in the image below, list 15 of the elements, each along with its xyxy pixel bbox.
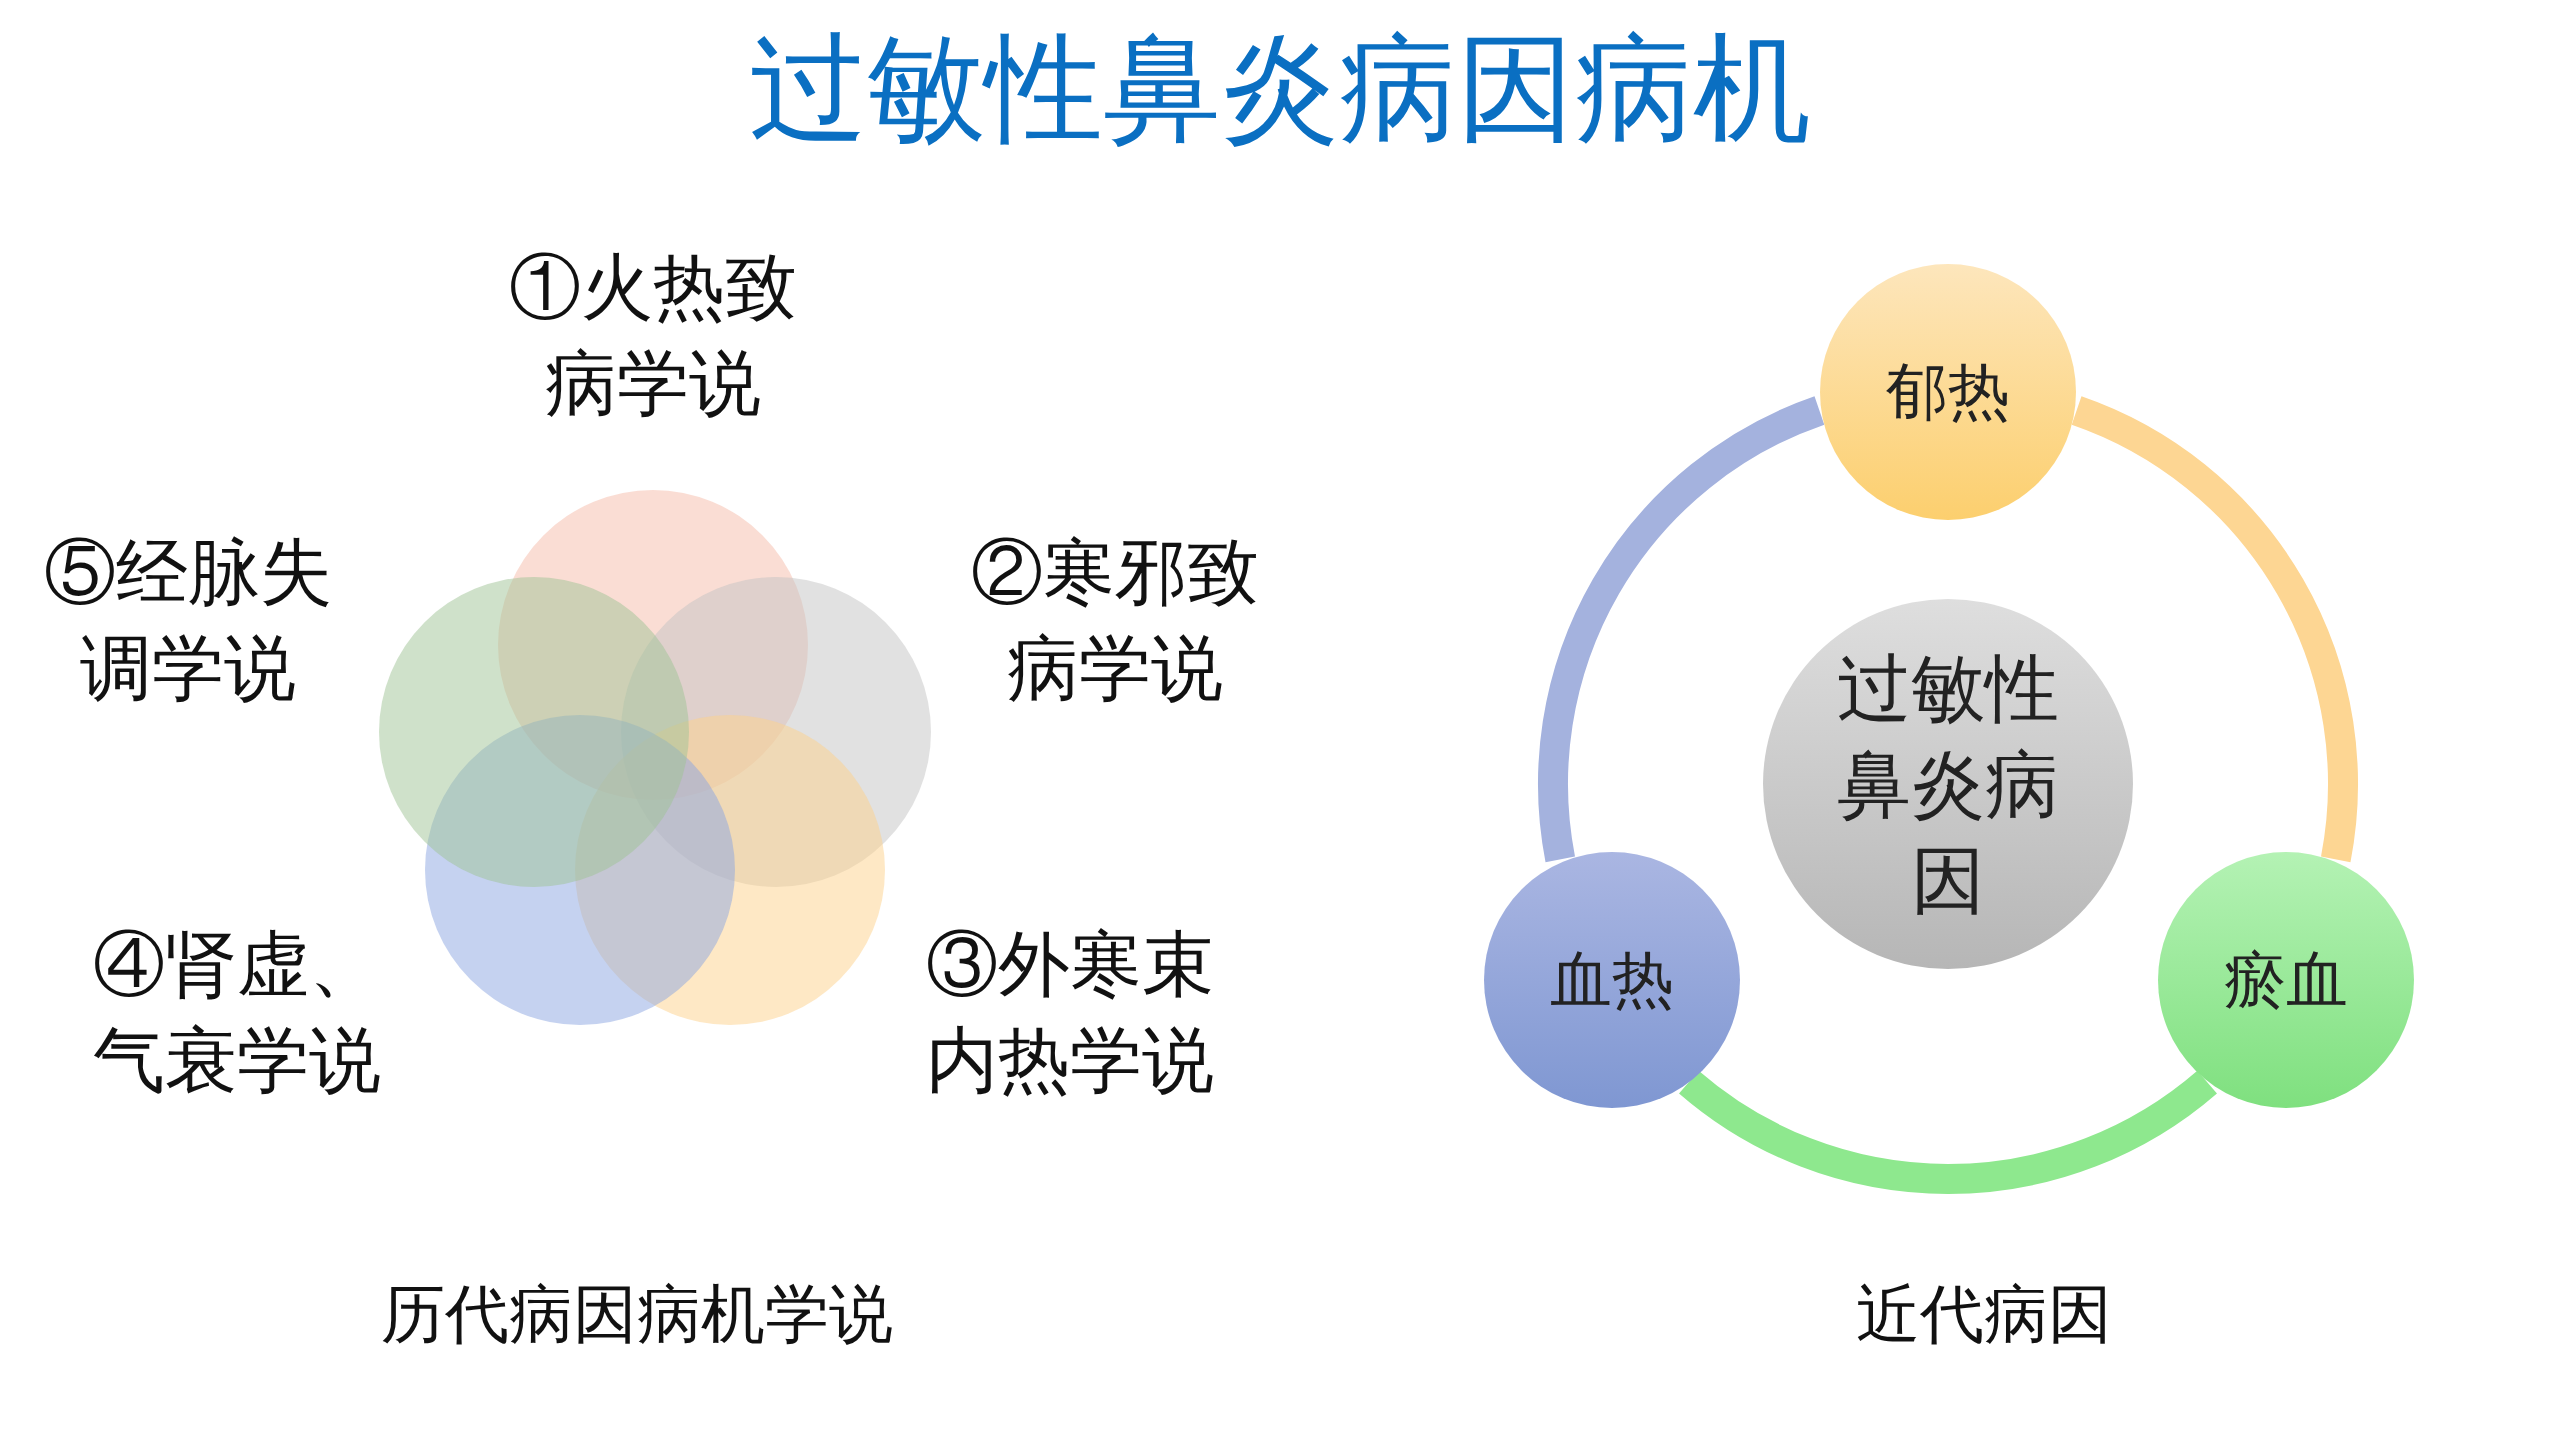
theory-label: ③外寒束内热学说 <box>925 921 1215 1104</box>
title: 过敏性鼻炎病因病机 <box>748 18 1812 159</box>
center-circle: 过敏性鼻炎病因 <box>1763 599 2133 969</box>
theory-label: ②寒邪致病学说 <box>970 529 1260 712</box>
section-caption: 近代病因 <box>1855 1276 2113 1353</box>
cause-circle: 血热 <box>1484 852 1740 1108</box>
theory-label: ⑤经脉失调学说 <box>43 529 333 712</box>
section-caption: 历代病因病机学说 <box>380 1276 894 1353</box>
theory-label: ①火热致病学说 <box>508 244 798 427</box>
ring-arc <box>2070 396 2358 862</box>
theory-label: ④肾虚、气衰学说 <box>92 921 382 1104</box>
cause-circle: 瘀血 <box>2158 852 2414 1108</box>
ring-arc <box>1538 396 1826 862</box>
cause-circle: 郁热 <box>1820 264 2076 520</box>
ring-arc <box>1679 1070 2217 1194</box>
